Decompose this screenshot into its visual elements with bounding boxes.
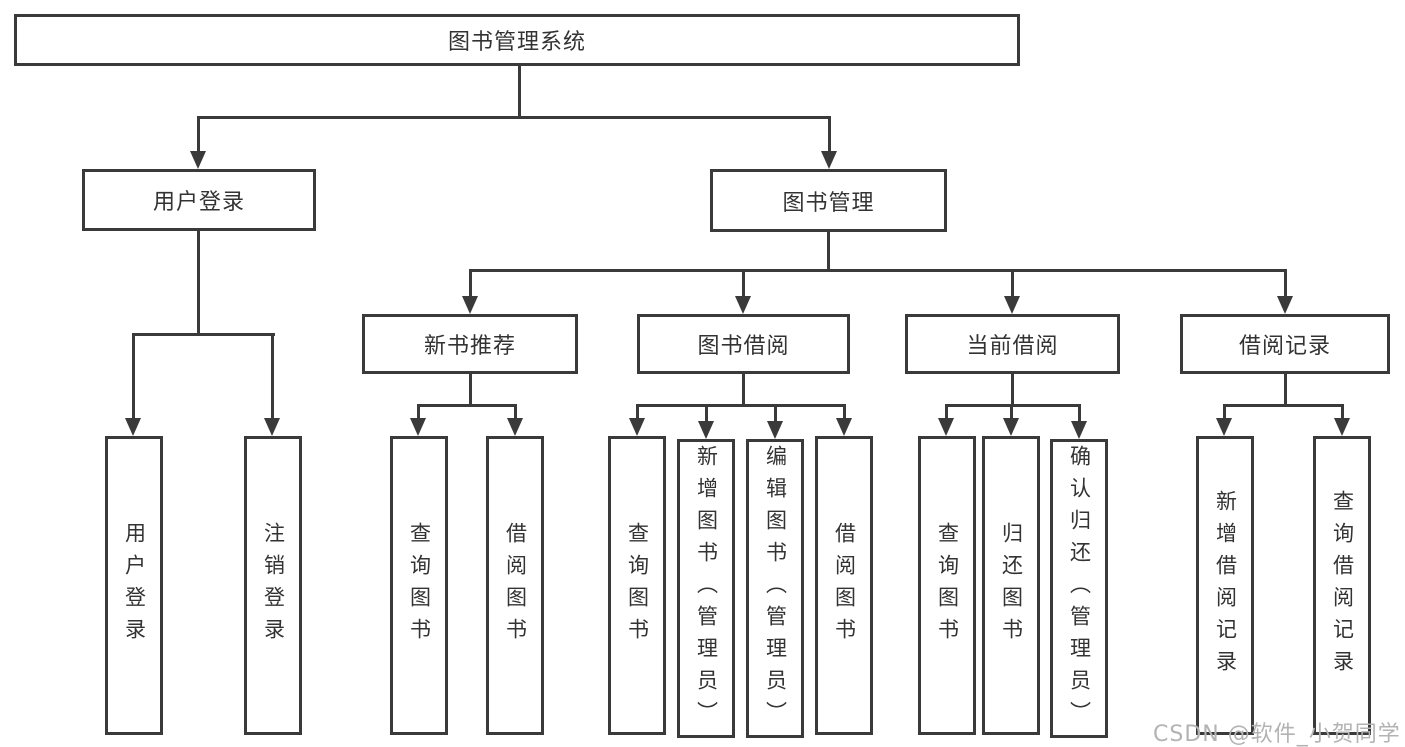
connector-stem (1341, 404, 1344, 420)
arrowhead-down-icon (125, 418, 141, 436)
node-book-mgmt: 图书管理 (710, 169, 947, 232)
leaf-bb-add-book-admin-label: 新增图书（管理员） (694, 444, 719, 733)
arrowhead-down-icon (410, 418, 426, 436)
leaf-bb-borrow-books-label: 借阅图书 (832, 521, 857, 650)
connector-stem (271, 333, 274, 419)
leaf-user-login: 用户登录 (105, 436, 163, 735)
connector-borrow-records-branch (1224, 404, 1343, 407)
connector-stem (945, 404, 948, 420)
node-new-book-rec: 新书推荐 (362, 314, 578, 374)
leaf-br-query-record-label: 查询借阅记录 (1330, 489, 1355, 682)
connector-book-borrow-branch (636, 404, 845, 407)
leaf-logout: 注销登录 (244, 436, 302, 735)
connector-stem (1078, 404, 1081, 423)
leaf-bb-edit-book-admin-label: 编辑图书（管理员） (763, 444, 788, 733)
arrowhead-down-icon (190, 151, 206, 169)
node-new-book-rec-label: 新书推荐 (423, 334, 516, 359)
connector-user-login-trunk (197, 231, 200, 335)
arrowhead-down-icon (1003, 418, 1019, 436)
leaf-bb-edit-book-admin: 编辑图书（管理员） (746, 439, 804, 738)
connector-stem (1223, 404, 1226, 420)
leaf-nbr-borrow-books-label: 借阅图书 (503, 521, 528, 650)
connector-stem (843, 404, 846, 420)
arrowhead-down-icon (735, 296, 751, 314)
connector-stem (705, 404, 708, 423)
connector-borrow-records-trunk (1284, 374, 1287, 406)
leaf-br-add-record: 新增借阅记录 (1196, 436, 1254, 735)
node-book-borrow: 图书借阅 (637, 314, 850, 374)
arrowhead-down-icon (1071, 421, 1087, 439)
leaf-cb-confirm-return-admin: 确认归还（管理员） (1050, 439, 1108, 738)
arrowhead-down-icon (1216, 418, 1232, 436)
leaf-user-login-label: 用户登录 (122, 521, 147, 650)
connector-stem (774, 404, 777, 423)
node-current-borrow-label: 当前借阅 (966, 334, 1059, 359)
node-root: 图书管理系统 (14, 14, 1020, 66)
connector-stem (1284, 269, 1287, 298)
watermark-text: CSDN @软件_小贺同学 (1153, 722, 1401, 747)
arrowhead-down-icon (462, 296, 478, 314)
connector-stem (197, 116, 200, 153)
arrowhead-down-icon (836, 418, 852, 436)
connector-stem (742, 269, 745, 298)
node-user-login: 用户登录 (82, 169, 316, 231)
connector-stem (1010, 404, 1013, 420)
leaf-logout-label: 注销登录 (261, 521, 286, 650)
connector-new-book-rec-branch (418, 404, 517, 407)
arrowhead-down-icon (821, 151, 837, 169)
leaf-br-add-record-label: 新增借阅记录 (1213, 489, 1238, 682)
leaf-cb-query-books: 查询图书 (918, 436, 976, 735)
node-root-label: 图书管理系统 (447, 30, 586, 55)
connector-current-borrow-trunk (1011, 374, 1014, 406)
leaf-nbr-query-books-label: 查询图书 (407, 521, 432, 650)
leaf-bb-add-book-admin: 新增图书（管理员） (677, 439, 735, 738)
node-user-login-label: 用户登录 (152, 190, 245, 215)
connector-stem (636, 404, 639, 420)
connector-level3-branch (469, 269, 1287, 272)
connector-stem (1011, 269, 1014, 298)
connector-stem (469, 269, 472, 298)
node-book-mgmt-label: 图书管理 (782, 190, 875, 216)
connector-user-login-branch (133, 333, 275, 336)
leaf-cb-return-books: 归还图书 (982, 436, 1040, 735)
connector-book-borrow-trunk (742, 374, 745, 406)
connector-root-trunk (518, 66, 521, 118)
arrowhead-down-icon (1334, 418, 1350, 436)
leaf-cb-return-books-label: 归还图书 (999, 521, 1024, 650)
connector-stem (417, 404, 420, 420)
node-book-borrow-label: 图书借阅 (697, 334, 790, 359)
leaf-bb-query-books-label: 查询图书 (625, 521, 650, 650)
node-current-borrow: 当前借阅 (905, 314, 1120, 374)
leaf-bb-borrow-books: 借阅图书 (815, 436, 873, 735)
leaf-br-query-record: 查询借阅记录 (1313, 436, 1371, 735)
arrowhead-down-icon (1277, 296, 1293, 314)
leaf-bb-query-books: 查询图书 (608, 436, 666, 735)
leaf-nbr-query-books: 查询图书 (390, 436, 448, 735)
arrowhead-down-icon (1004, 296, 1020, 314)
arrowhead-down-icon (767, 421, 783, 439)
connector-stem (828, 116, 831, 153)
connector-stem (132, 333, 135, 419)
connector-book-mgmt-trunk (827, 232, 830, 271)
leaf-cb-confirm-return-admin-label: 确认归还（管理员） (1067, 444, 1092, 733)
leaf-nbr-borrow-books: 借阅图书 (486, 436, 544, 735)
connector-new-book-rec-trunk (469, 374, 472, 406)
connector-level2-branch (197, 116, 831, 119)
arrowhead-down-icon (698, 421, 714, 439)
node-borrow-records: 借阅记录 (1180, 314, 1390, 374)
arrowhead-down-icon (264, 418, 280, 436)
arrowhead-down-icon (938, 418, 954, 436)
leaf-cb-query-books-label: 查询图书 (935, 521, 960, 650)
arrowhead-down-icon (629, 418, 645, 436)
connector-stem (514, 404, 517, 420)
arrowhead-down-icon (507, 418, 523, 436)
node-borrow-records-label: 借阅记录 (1238, 334, 1331, 359)
